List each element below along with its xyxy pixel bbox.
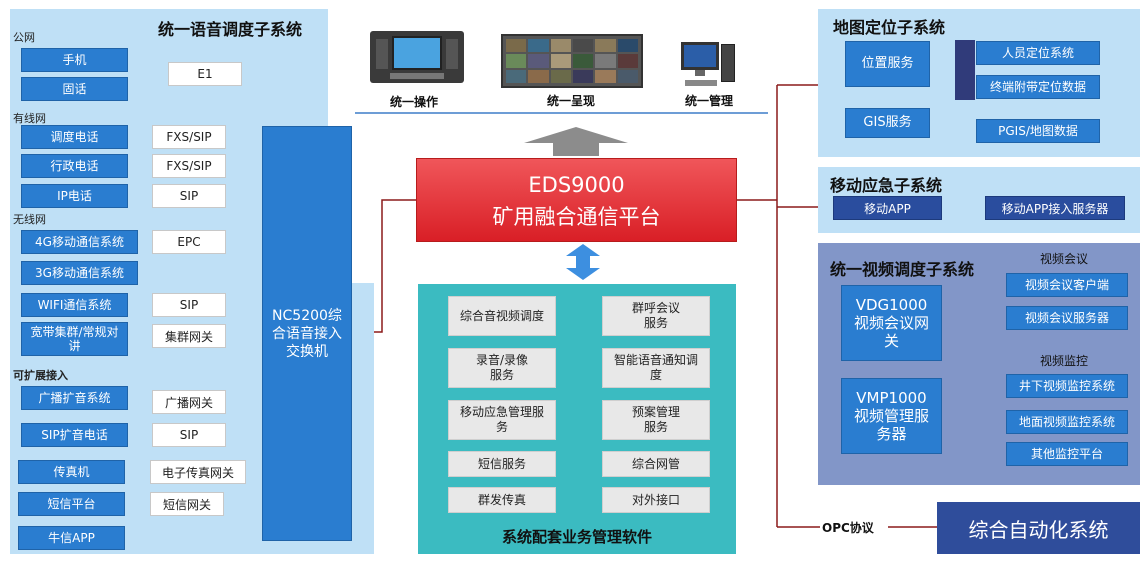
protocol-fxs-sip-1: FXS/SIP	[152, 125, 226, 149]
mobile-subsystem-title: 移动应急子系统	[830, 176, 943, 195]
endpoint-broadcast[interactable]: 广播扩音系统	[21, 386, 128, 410]
module-sms[interactable]: 短信服务	[448, 451, 556, 477]
device-label-manage: 统一管理	[685, 94, 734, 108]
group-label-wireless: 无线网	[13, 213, 46, 226]
protocol-sip-3: SIP	[152, 423, 226, 447]
module-group-fax[interactable]: 群发传真	[448, 487, 556, 513]
double-arrow-icon	[566, 244, 600, 256]
module-network-mgmt[interactable]: 综合网管	[602, 451, 710, 477]
endpoint-fax[interactable]: 传真机	[18, 460, 125, 484]
surface-monitor-system[interactable]: 地面视频监控系统	[1006, 410, 1128, 434]
vdg1000-gateway[interactable]: VDG1000视频会议网关	[841, 285, 942, 361]
video-subsystem-title: 统一视频调度子系统	[830, 260, 975, 279]
video-conf-client[interactable]: 视频会议客户端	[1006, 273, 1128, 297]
video-wall-icon	[501, 34, 643, 88]
up-arrow-stem	[553, 143, 599, 156]
module-plan-management[interactable]: 预案管理服务	[602, 400, 710, 440]
pgis-map-data[interactable]: PGIS/地图数据	[976, 119, 1100, 143]
map-connector-bar	[955, 40, 975, 100]
gis-service[interactable]: GIS服务	[845, 108, 930, 138]
protocol-sms-gateway: 短信网关	[150, 492, 224, 516]
platform-model: EDS9000	[528, 173, 625, 197]
position-service[interactable]: 位置服务	[845, 41, 930, 87]
other-monitor-platform[interactable]: 其他监控平台	[1006, 442, 1128, 466]
up-arrow-icon	[524, 127, 628, 143]
group-label-extensible: 可扩展接入	[13, 369, 68, 382]
protocol-fxs-sip-2: FXS/SIP	[152, 154, 226, 178]
endpoint-mobile-phone[interactable]: 手机	[21, 48, 128, 72]
video-conf-label: 视频会议	[1040, 252, 1089, 266]
integrated-automation-system[interactable]: 综合自动化系统	[937, 502, 1140, 554]
protocol-sip-2: SIP	[152, 293, 226, 317]
endpoint-ip-phone[interactable]: IP电话	[21, 184, 128, 208]
map-subsystem-title: 地图定位子系统	[833, 18, 946, 37]
endpoint-landline[interactable]: 固话	[21, 77, 128, 101]
module-group-call[interactable]: 群呼会议服务	[602, 296, 710, 336]
module-external-api[interactable]: 对外接口	[602, 487, 710, 513]
protocol-broadcast-gateway: 广播网关	[152, 390, 226, 414]
module-voice-notify[interactable]: 智能语音通知调度	[602, 348, 710, 388]
console-device-icon	[370, 31, 464, 83]
voice-subsystem-title: 统一语音调度子系统	[158, 20, 303, 39]
group-label-public: 公网	[13, 31, 35, 44]
endpoint-sip-speaker[interactable]: SIP扩音电话	[21, 423, 128, 447]
module-mobile-emergency[interactable]: 移动应急管理服务	[448, 400, 556, 440]
personnel-location-system[interactable]: 人员定位系统	[976, 41, 1100, 65]
protocol-e1: E1	[168, 62, 242, 86]
endpoint-sms-platform[interactable]: 短信平台	[18, 492, 125, 516]
opc-protocol-label: OPC协议	[822, 521, 874, 535]
mobile-app-server[interactable]: 移动APP接入服务器	[985, 196, 1125, 220]
video-conf-server[interactable]: 视频会议服务器	[1006, 306, 1128, 330]
device-label-display: 统一呈现	[547, 94, 596, 108]
endpoint-dispatch-phone[interactable]: 调度电话	[21, 125, 128, 149]
underground-monitor-system[interactable]: 井下视频监控系统	[1006, 374, 1128, 398]
vmp1000-server[interactable]: VMP1000视频管理服务器	[841, 378, 942, 454]
double-arrow-stem	[576, 255, 590, 269]
double-arrow-bottom	[566, 268, 600, 280]
software-title: 系统配套业务管理软件	[501, 528, 652, 546]
platform-name: 矿用融合通信平台	[492, 205, 661, 229]
video-monitor-label: 视频监控	[1040, 354, 1089, 368]
protocol-epc: EPC	[152, 230, 226, 254]
computer-icon	[681, 42, 735, 88]
device-label-operate: 统一操作	[390, 95, 439, 109]
protocol-trunk-gateway: 集群网关	[152, 324, 226, 348]
eds9000-platform[interactable]: EDS9000 矿用融合通信平台	[416, 158, 737, 242]
endpoint-4g[interactable]: 4G移动通信系统	[21, 230, 138, 254]
endpoint-wifi[interactable]: WIFI通信系统	[21, 293, 128, 317]
terminal-location-data[interactable]: 终端附带定位数据	[976, 75, 1100, 99]
nc5200-switch[interactable]: NC5200综合语音接入交换机	[262, 126, 352, 541]
module-recording[interactable]: 录音/录像服务	[448, 348, 556, 388]
endpoint-admin-phone[interactable]: 行政电话	[21, 154, 128, 178]
mobile-app[interactable]: 移动APP	[833, 196, 942, 220]
protocol-efax-gateway: 电子传真网关	[150, 460, 246, 484]
module-av-dispatch[interactable]: 综合音视频调度	[448, 296, 556, 336]
group-label-wired: 有线网	[13, 112, 46, 125]
endpoint-3g[interactable]: 3G移动通信系统	[21, 261, 138, 285]
endpoint-trunking[interactable]: 宽带集群/常规对讲	[21, 322, 128, 356]
protocol-sip-1: SIP	[152, 184, 226, 208]
endpoint-app[interactable]: 牛信APP	[18, 526, 125, 550]
